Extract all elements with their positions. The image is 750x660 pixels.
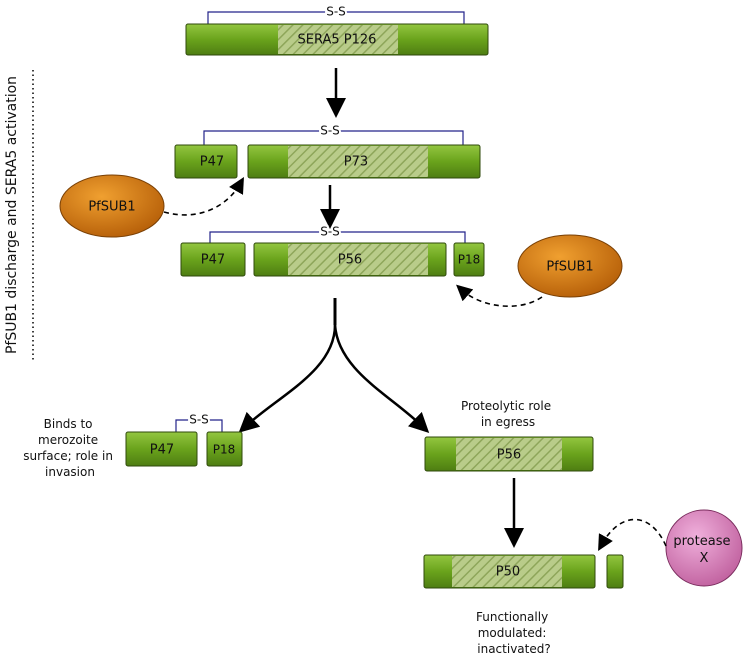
disulfide-bridge-left (175, 419, 223, 432)
p50-label: P50 (496, 565, 520, 580)
outcome-note: Functionally modulated: inactivated? (476, 610, 552, 656)
protease-x-enzyme (665, 509, 743, 587)
stage3: S-S P47 P56 P18 (180, 223, 485, 277)
left-note-line-4: invasion (45, 465, 95, 479)
outcome-line-1: Functionally (476, 610, 548, 624)
side-label: PfSUB1 discharge and SERA5 activation (4, 76, 20, 354)
disulfide-label-stage1: S-S (326, 5, 346, 19)
p47-label-left: P47 (150, 443, 174, 458)
right-branch-note: Proteolytic role in egress (461, 399, 555, 429)
p73-active-domain (288, 146, 428, 177)
p18-label-stage3: P18 (458, 253, 481, 267)
pfsub1-label-2: PfSUB1 (546, 260, 593, 275)
pfsub1-enzyme-2 (517, 234, 623, 298)
dashed-arrow-protease-x (598, 518, 667, 551)
disulfide-bridge-stage3 (209, 231, 466, 243)
stage2: S-S P47 P73 (174, 122, 481, 179)
left-branch-note: Binds to merozoite surface; role in inva… (23, 417, 117, 479)
protease-x-label: protease X (673, 534, 734, 566)
protease-x-line-2: X (700, 551, 709, 566)
disulfide-label-stage3: S-S (320, 225, 340, 239)
p18-bar-left (206, 431, 243, 467)
p47-bar-stage3 (180, 242, 246, 277)
sera5-p126-label: SERA5 P126 (298, 33, 377, 48)
dashed-arrow-pfsub1-2 (456, 284, 543, 307)
outcome-line-3: inactivated? (477, 642, 550, 656)
split-arrow-right (333, 324, 430, 433)
p47-bar-left (125, 431, 198, 467)
dashed-arrow-pfsub1-1 (163, 177, 244, 216)
disulfide-label-stage2: S-S (320, 124, 340, 138)
left-note-line-3: surface; role in (23, 449, 113, 463)
stage1: S-S SERA5 P126 (185, 3, 489, 56)
protease-x-line-1: protease (673, 534, 730, 549)
p47-bar-stage2 (174, 144, 238, 179)
pfsub1-enzyme-1 (59, 174, 165, 238)
p18-label-left: P18 (213, 443, 236, 457)
left-note-line-1: Binds to (44, 417, 93, 431)
split-arrow-left (238, 324, 337, 433)
p18-bar-stage3 (453, 242, 485, 277)
right-note-line-1: Proteolytic role (461, 399, 551, 413)
right-branch: Proteolytic role in egress P56 P50 Funct… (423, 399, 624, 656)
pfsub1-label-1: PfSUB1 (88, 200, 135, 215)
disulfide-bridge-stage1 (207, 11, 465, 24)
p56-label-right: P56 (497, 448, 521, 463)
disulfide-label-left: S-S (189, 413, 209, 427)
left-branch: Binds to merozoite surface; role in inva… (23, 411, 243, 479)
p73-label: P73 (344, 155, 368, 170)
left-note-line-2: merozoite (38, 433, 98, 447)
p50-cleaved-fragment (606, 554, 624, 589)
p47-label-stage2: P47 (200, 155, 224, 170)
outcome-line-2: modulated: (478, 626, 547, 640)
p56-label-stage3: P56 (338, 253, 362, 268)
right-note-line-2: in egress (481, 415, 535, 429)
p56-active-domain-right (456, 438, 562, 470)
p50-active-domain (452, 556, 562, 587)
p56-active-domain-stage3 (288, 244, 428, 275)
disulfide-bridge-stage2 (203, 130, 464, 145)
p47-label-stage3: P47 (201, 253, 225, 268)
sera5-p126-active-domain (278, 25, 398, 54)
